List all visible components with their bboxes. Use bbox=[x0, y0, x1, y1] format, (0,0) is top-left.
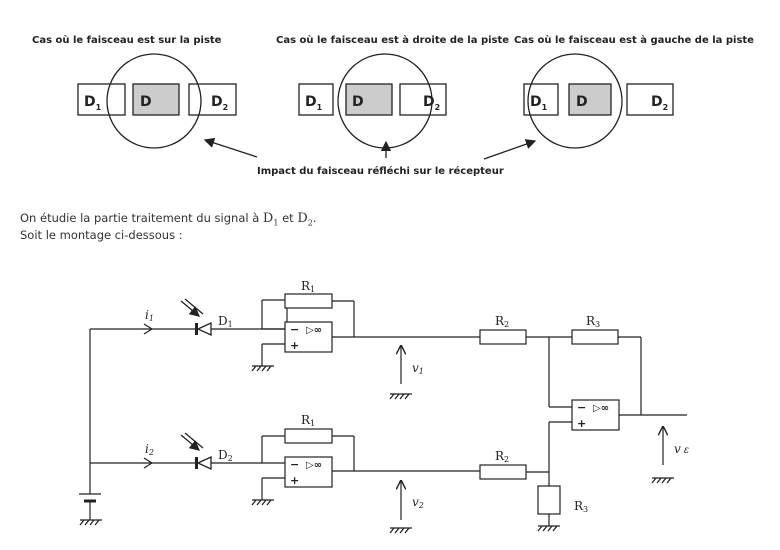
impact-label: Impact du faisceau réfléchi sur le récep… bbox=[257, 165, 504, 177]
label-r1-bottom: R1 bbox=[301, 413, 315, 428]
detector-d-box bbox=[345, 83, 393, 116]
label-v1: v1 bbox=[412, 361, 424, 376]
resistor-r2-bottom bbox=[479, 464, 527, 480]
label-d2: D2 bbox=[423, 94, 440, 112]
label-r2-top: R2 bbox=[495, 314, 509, 329]
detector-d1-box bbox=[523, 83, 559, 116]
ground-icon bbox=[251, 499, 274, 506]
beam-impact-circle bbox=[527, 53, 623, 149]
resistor-r2-top bbox=[479, 329, 527, 345]
ground-icon bbox=[651, 477, 674, 484]
intro-line-2: Soit le montage ci-dessous : bbox=[20, 228, 183, 242]
current-arrow-i1 bbox=[143, 323, 154, 335]
opamp-1 bbox=[284, 321, 333, 353]
label-v2: v2 bbox=[412, 495, 424, 510]
label-diode-d1: D1 bbox=[218, 314, 233, 329]
case-title-on-track: Cas où le faisceau est sur la piste bbox=[32, 35, 222, 46]
case-title-right-of-track: Cas où le faisceau est à droite de la pi… bbox=[276, 35, 510, 46]
intro-and: et bbox=[278, 211, 298, 225]
label-diode-d2: D2 bbox=[218, 448, 233, 463]
label-r3-feedback: R3 bbox=[586, 314, 600, 329]
detector-d-box bbox=[568, 83, 612, 116]
impact-arrow-left bbox=[203, 137, 258, 158]
light-ray-icon bbox=[180, 434, 200, 451]
label-d2: D2 bbox=[211, 94, 228, 112]
opamp-1-triangle: ▷∞ bbox=[306, 325, 322, 336]
intro-d2-sub: 2 bbox=[307, 218, 313, 228]
intro-d1-letter: D bbox=[262, 211, 274, 226]
label-d2: D2 bbox=[651, 94, 668, 112]
label-r2-bottom: R2 bbox=[495, 449, 509, 464]
impact-arrow-right bbox=[483, 139, 537, 160]
light-ray-icon bbox=[180, 300, 200, 317]
ground-icon bbox=[251, 365, 274, 372]
resistor-r1-bottom bbox=[284, 428, 333, 444]
case-diagram-left-of-track bbox=[523, 53, 674, 149]
resistor-r3-ground bbox=[537, 485, 561, 515]
opamp-1-plus: + bbox=[290, 339, 299, 352]
light-ray-icon bbox=[184, 432, 204, 449]
circuit bbox=[79, 293, 687, 526]
opamp-2 bbox=[284, 456, 333, 488]
detector-d1-box bbox=[298, 83, 334, 116]
intro-text: On étudie la partie traitement du signal… bbox=[20, 211, 263, 225]
resistor-r1-top bbox=[284, 293, 333, 309]
resistor-r3-feedback bbox=[571, 329, 619, 345]
detector-d1-box bbox=[77, 83, 126, 116]
opamp-symbols: − + ▷∞ − + ▷∞ − + ▷∞ bbox=[290, 323, 609, 487]
beam-impact-circle bbox=[106, 53, 202, 149]
current-arrow-i2 bbox=[143, 457, 154, 469]
photodiode-d2 bbox=[180, 432, 212, 471]
opamp-1-minus: − bbox=[290, 323, 299, 336]
photodiode-d1 bbox=[180, 298, 212, 337]
label-d1: D1 bbox=[530, 94, 548, 112]
label-d: D bbox=[352, 94, 364, 110]
label-d: D bbox=[140, 94, 152, 110]
intro-d2: D2 bbox=[297, 211, 313, 228]
opamp-3-minus: − bbox=[577, 401, 586, 414]
diode-triangle bbox=[196, 455, 212, 471]
detector-d2-box bbox=[188, 83, 237, 116]
label-r3-ground: R3 bbox=[574, 499, 588, 514]
opamp-2-triangle: ▷∞ bbox=[306, 460, 322, 471]
ground-icon bbox=[79, 519, 102, 526]
light-ray-icon bbox=[184, 298, 204, 315]
opamp-2-minus: − bbox=[290, 458, 299, 471]
detector-d-box bbox=[132, 83, 180, 116]
label-d1: D1 bbox=[305, 94, 323, 112]
case-title-left-of-track: Cas où le faisceau est à gauche de la pi… bbox=[514, 35, 754, 46]
label-i1: i1 bbox=[145, 308, 154, 323]
intro-d1-sub: 1 bbox=[273, 218, 279, 228]
intro-d1: D1 bbox=[262, 211, 279, 228]
intro-period: . bbox=[312, 211, 317, 225]
label-r1-top: R1 bbox=[301, 279, 315, 294]
opamp-3 bbox=[571, 399, 620, 431]
opamp-2-plus: + bbox=[290, 474, 299, 487]
detector-d2-box bbox=[399, 83, 447, 116]
ground-icon bbox=[389, 393, 412, 400]
label-d1: D1 bbox=[84, 94, 102, 112]
opamp-3-plus: + bbox=[577, 417, 586, 430]
detector-d2-box bbox=[626, 83, 674, 116]
case-diagram-right-of-track bbox=[298, 53, 447, 149]
diode-triangle bbox=[196, 321, 212, 337]
ground-symbols bbox=[79, 365, 674, 534]
detector-labels: D1 D D2 D1 D D2 D1 D D2 bbox=[84, 94, 668, 112]
label-d: D bbox=[576, 94, 588, 110]
ground-icon bbox=[389, 527, 412, 534]
ground-icon bbox=[537, 525, 560, 532]
case-diagram-on-track bbox=[77, 53, 237, 149]
opamp-3-triangle: ▷∞ bbox=[593, 403, 609, 414]
intro-d2-letter: D bbox=[297, 211, 308, 226]
label-i2: i2 bbox=[145, 442, 154, 457]
intro-line-1: On étudie la partie traitement du signal… bbox=[20, 211, 317, 228]
